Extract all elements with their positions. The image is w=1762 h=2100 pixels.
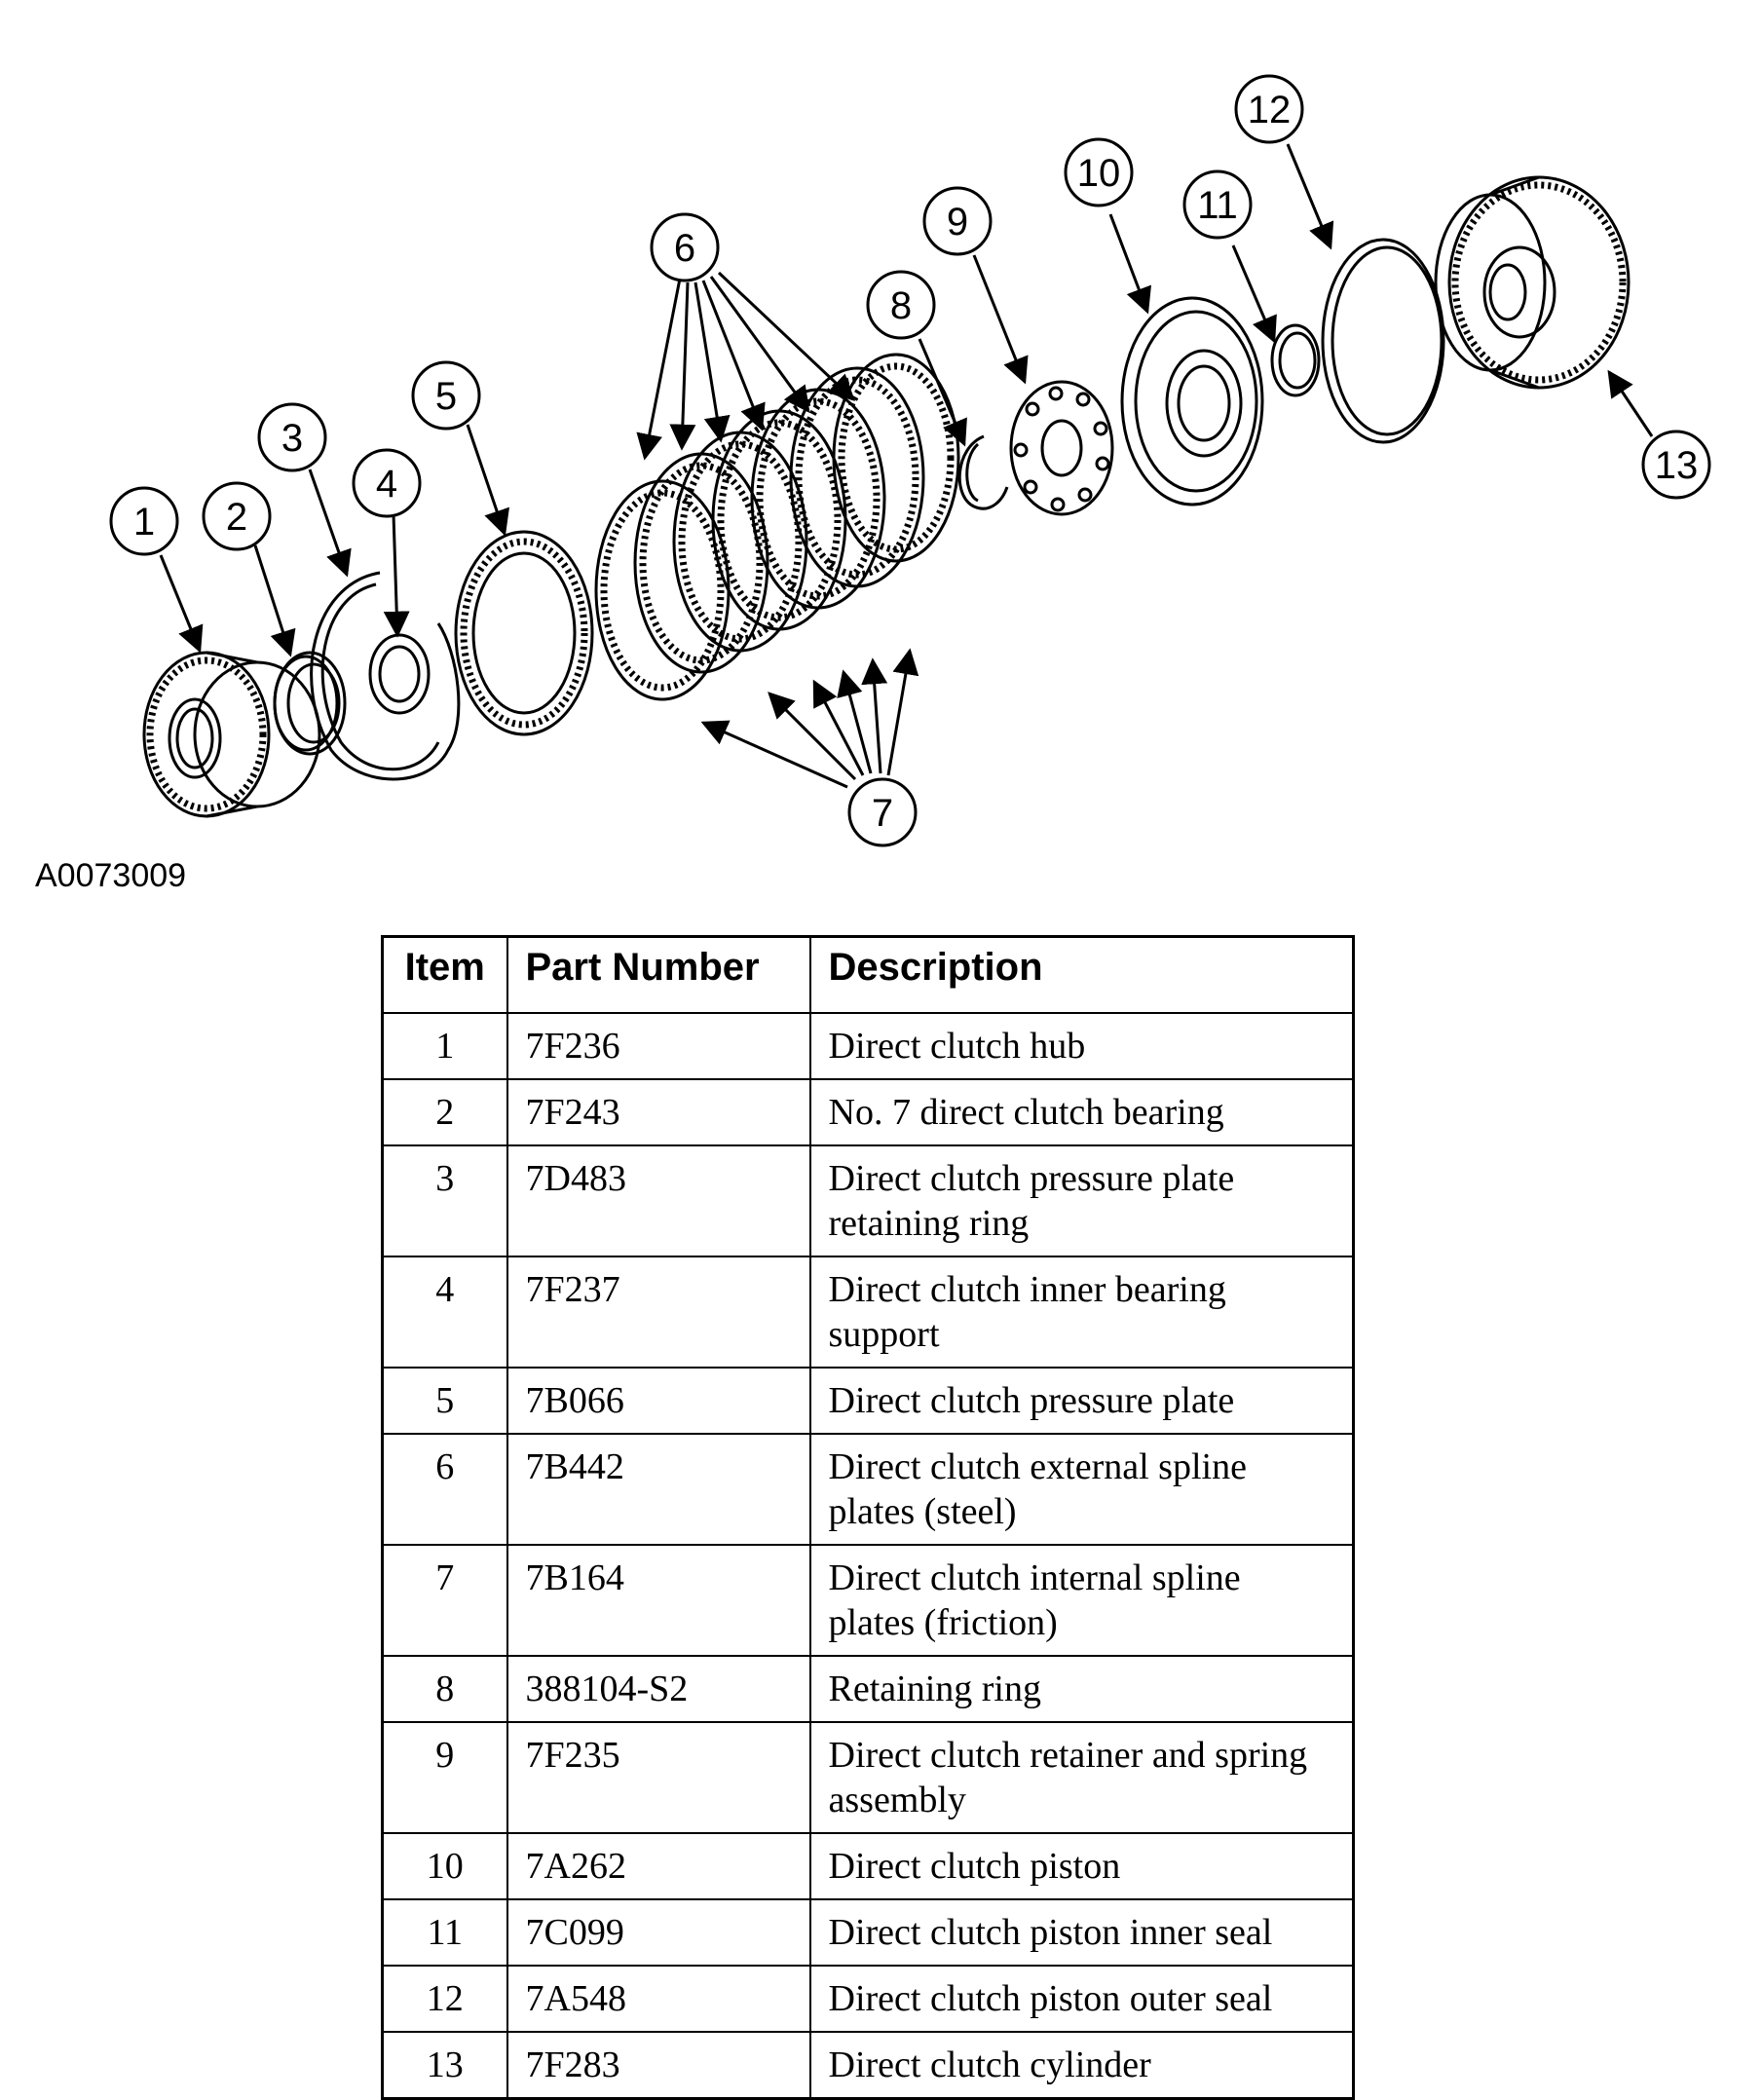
cell-item: 10	[381, 1832, 508, 1900]
callout-1: 1	[109, 486, 179, 556]
cell-item: 3	[381, 1144, 508, 1257]
callout-label: 4	[376, 463, 397, 506]
cell-part-number: 7B066	[506, 1367, 811, 1435]
header-description: Description	[808, 935, 1355, 1014]
callout-9: 9	[922, 186, 993, 256]
cell-item: 4	[381, 1256, 508, 1369]
part-clutch-hub	[142, 651, 321, 818]
callout-13: 13	[1641, 430, 1711, 500]
callout-4: 4	[352, 448, 422, 518]
cell-description: Retaining ring	[808, 1655, 1355, 1723]
callout-2: 2	[202, 481, 272, 551]
callout-label: 7	[872, 792, 893, 835]
callout-label: 6	[674, 227, 695, 270]
cell-part-number: 7F236	[506, 1012, 811, 1080]
cell-part-number: 7F243	[506, 1078, 811, 1146]
leader-lines	[159, 143, 1654, 789]
cell-item: 8	[381, 1655, 508, 1723]
cell-description: Direct clutch piston outer seal	[808, 1965, 1355, 2033]
header-part-number: Part Number	[506, 935, 811, 1014]
callout-label: 11	[1197, 184, 1238, 227]
header-item: Item	[381, 935, 508, 1014]
callout-label: 13	[1655, 444, 1699, 487]
part-piston-inner-seal	[1270, 323, 1321, 397]
cell-item: 9	[381, 1721, 508, 1834]
callout-5: 5	[411, 360, 481, 431]
cell-part-number: 7D483	[506, 1144, 811, 1257]
cell-item: 5	[381, 1367, 508, 1435]
callout-label: 10	[1077, 152, 1121, 195]
callout-label: 1	[133, 501, 155, 544]
cell-part-number: 7F237	[506, 1256, 811, 1369]
part-bearing	[273, 651, 347, 756]
cell-description: Direct clutch cylinder	[808, 2031, 1355, 2100]
cell-description: Direct clutch piston	[808, 1832, 1355, 1900]
callout-8: 8	[866, 270, 936, 340]
cell-part-number: 7B442	[506, 1433, 811, 1546]
cell-part-number: 7F283	[506, 2031, 811, 2100]
part-clutch-cylinder	[1434, 175, 1631, 390]
cell-item: 1	[381, 1012, 508, 1080]
cell-description: Direct clutch piston inner seal	[808, 1898, 1355, 1967]
cell-item: 11	[381, 1898, 508, 1967]
cell-description: Direct clutch external spline plates (st…	[808, 1433, 1355, 1546]
part-piston	[1120, 296, 1264, 506]
cell-part-number: 388104-S2	[506, 1655, 811, 1723]
cell-part-number: 7B164	[506, 1544, 811, 1657]
callout-6: 6	[650, 212, 720, 282]
part-retaining-ring-small	[957, 434, 1009, 510]
cell-part-number: 7F235	[506, 1721, 811, 1834]
callout-label: 5	[435, 375, 457, 418]
callout-label: 2	[226, 496, 247, 539]
cell-description: Direct clutch retainer and spring assemb…	[808, 1721, 1355, 1834]
cell-item: 12	[381, 1965, 508, 2033]
cell-description: Direct clutch pressure plate	[808, 1367, 1355, 1435]
cell-item: 7	[381, 1544, 508, 1657]
cell-part-number: 7C099	[506, 1898, 811, 1967]
part-pressure-plate	[454, 530, 594, 736]
cell-description: Direct clutch hub	[808, 1012, 1355, 1080]
callout-11: 11	[1182, 169, 1253, 240]
cell-part-number: 7A262	[506, 1832, 811, 1900]
callout-7: 7	[847, 777, 918, 847]
callout-12: 12	[1234, 74, 1304, 144]
cell-item: 13	[381, 2031, 508, 2100]
cell-description: No. 7 direct clutch bearing	[808, 1078, 1355, 1146]
cell-item: 2	[381, 1078, 508, 1146]
part-retainer-spring-assembly	[1009, 380, 1114, 516]
callout-label: 9	[947, 201, 968, 244]
callout-label: 12	[1248, 89, 1292, 131]
cell-part-number: 7A548	[506, 1965, 811, 2033]
callout-label: 3	[281, 417, 303, 460]
part-clutch-plate-pack	[594, 353, 960, 701]
callout-10: 10	[1064, 137, 1134, 207]
callout-label: 8	[890, 284, 912, 327]
cell-item: 6	[381, 1433, 508, 1546]
table-header-row: Item Part Number Description	[381, 935, 1355, 1014]
cell-description: Direct clutch inner bearing support	[808, 1256, 1355, 1369]
part-retaining-ring-large	[310, 571, 461, 781]
cell-description: Direct clutch pressure plate retaining r…	[808, 1144, 1355, 1257]
cell-description: Direct clutch internal spline plates (fr…	[808, 1544, 1355, 1657]
part-bearing-support	[368, 633, 431, 715]
exploded-view-diagram: 1 2 3 4 5 6 7 8 9 10 11 12 13	[109, 74, 1711, 847]
callout-3: 3	[257, 402, 327, 472]
figure-id: A0073009	[35, 857, 187, 894]
part-piston-outer-seal	[1321, 238, 1445, 444]
